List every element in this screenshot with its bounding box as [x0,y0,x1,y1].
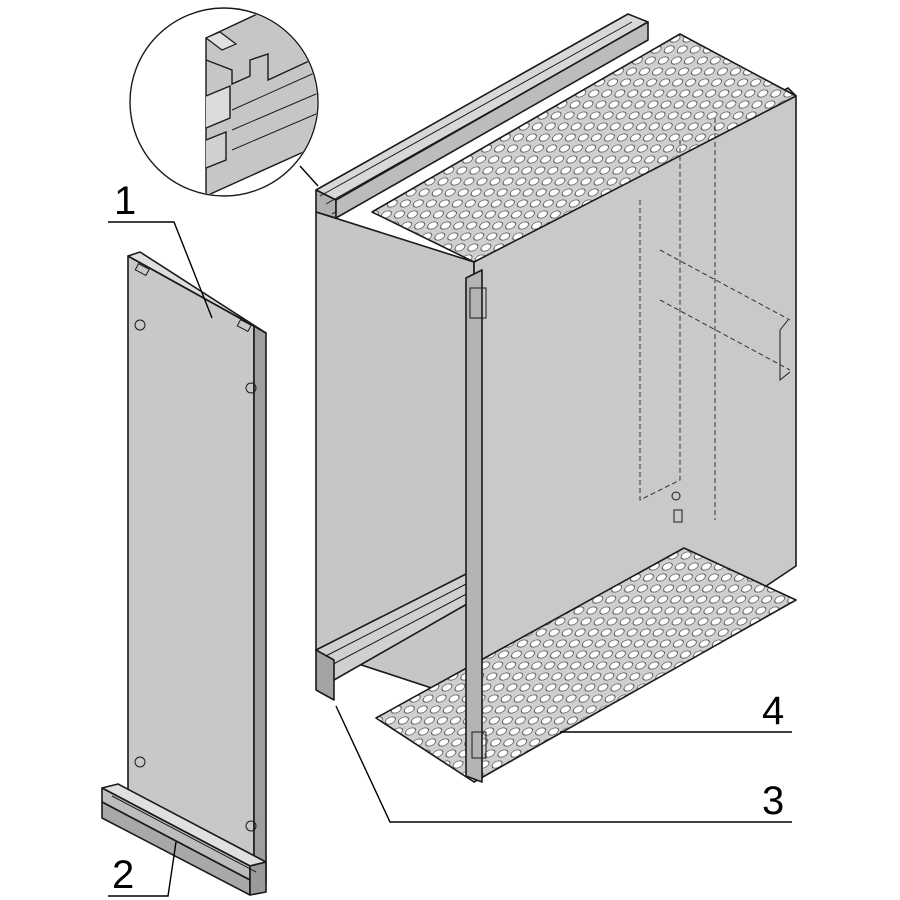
front-panel [127,251,267,883]
mounting-hole [245,820,257,832]
callout-label-2: 2 [112,853,134,897]
mounting-hole [134,756,146,768]
leader-2 [108,841,177,897]
perforated-housing [371,33,797,783]
leader-1 [108,221,213,319]
mounting-hole [134,319,146,331]
callout-label-1: 1 [114,179,136,223]
callout-label-3: 3 [762,779,784,823]
callout-leaders [108,221,792,897]
mounting-hole [245,382,257,394]
handle-rail [101,783,267,896]
leader-3 [335,705,792,823]
guide-rail-back [315,13,649,703]
callout-label-4: 4 [762,689,784,733]
detail-magnifier [129,7,319,197]
